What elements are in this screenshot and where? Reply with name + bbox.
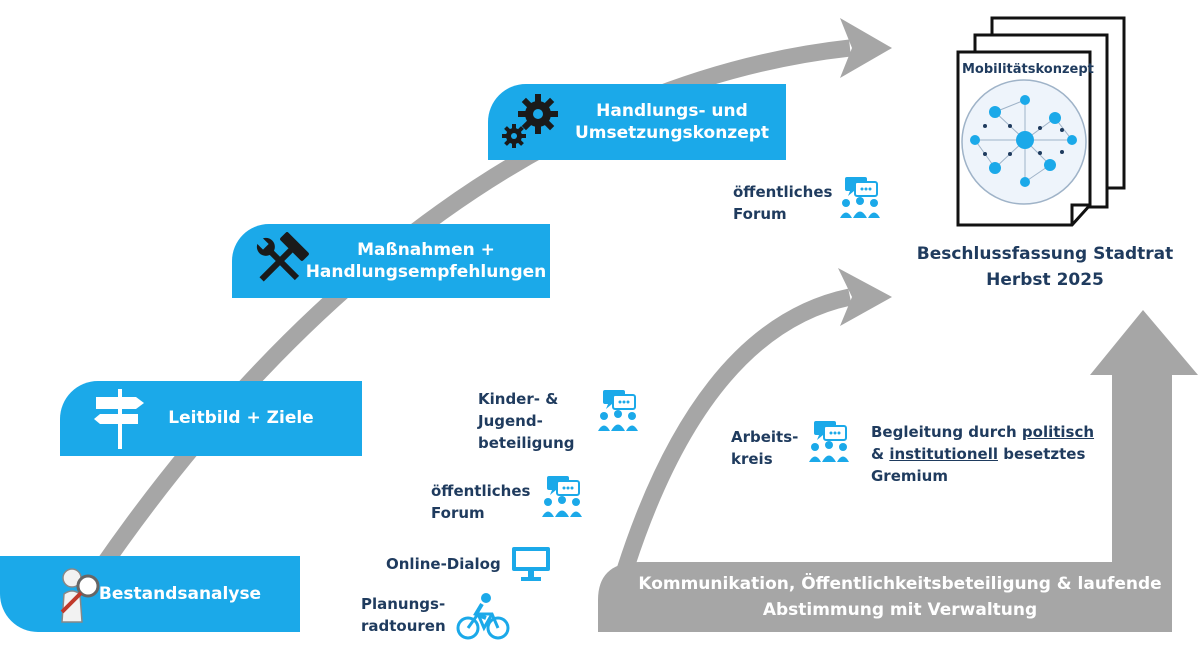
discussion-group-icon — [598, 390, 638, 431]
secondary-arrow — [616, 288, 852, 573]
magnifier-person-icon — [48, 564, 108, 624]
communication-arrow — [598, 310, 1198, 632]
step-handlungskonzept: Handlungs- und Umsetzungskonzept — [488, 84, 786, 160]
bicycle-icon — [456, 593, 510, 640]
underline-politisch: politisch — [1021, 423, 1095, 441]
gremium-line-3: Gremium — [871, 466, 948, 485]
discussion-group-icon — [542, 476, 582, 517]
document-stack — [956, 16, 1126, 227]
step-label: Handlungs- und Umsetzungskonzept — [574, 100, 770, 143]
gremium-line-2: & institutionell besetztes — [871, 444, 1086, 463]
main-arrow-head — [840, 18, 892, 78]
communication-label: Kommunikation, Öffentlichkeitsbeteiligun… — [638, 574, 1162, 620]
label-arbeitskreis: Arbeits- kreis — [731, 428, 799, 468]
gremium-line-1: Begleitung durch politisch — [871, 423, 1095, 441]
label-forum-lower: öffentliches Forum — [431, 482, 531, 522]
step-label: Maßnahmen + Handlungsempfehlungen — [305, 239, 547, 282]
gremium-text: Begleitung durch politisch & institution… — [871, 422, 1094, 487]
secondary-arrow-head — [838, 268, 892, 326]
step-massnahmen: Maßnahmen + Handlungsempfehlungen — [232, 224, 550, 298]
label-online-dialog: Online-Dialog — [386, 555, 501, 573]
label-forum-upper: öffentliches Forum — [733, 183, 833, 223]
step-leitbild-ziele: Leitbild + Ziele — [60, 381, 362, 456]
label-kinder-jugend: Kinder- & Jugend- beteiligung — [478, 390, 575, 452]
discussion-group-icon — [840, 177, 880, 218]
monitor-icon — [512, 547, 550, 581]
hammer-wrench-icon — [250, 231, 310, 291]
document-title: Mobilitätskonzept — [962, 62, 1094, 77]
signpost-icon — [90, 387, 150, 451]
discussion-group-icon — [809, 421, 849, 462]
result-label: Beschlussfassung Stadtrat Herbst 2025 — [916, 244, 1174, 290]
label-planungsradtouren: Planungs- radtouren — [361, 595, 446, 635]
underline-institutionell: institutionell — [889, 444, 998, 463]
network-graphic-icon — [961, 79, 1087, 205]
gears-icon — [498, 90, 564, 154]
step-label: Bestandsanalyse — [98, 583, 262, 604]
step-bestandsanalyse: Bestandsanalyse — [0, 556, 300, 632]
step-label: Leitbild + Ziele — [168, 408, 314, 429]
